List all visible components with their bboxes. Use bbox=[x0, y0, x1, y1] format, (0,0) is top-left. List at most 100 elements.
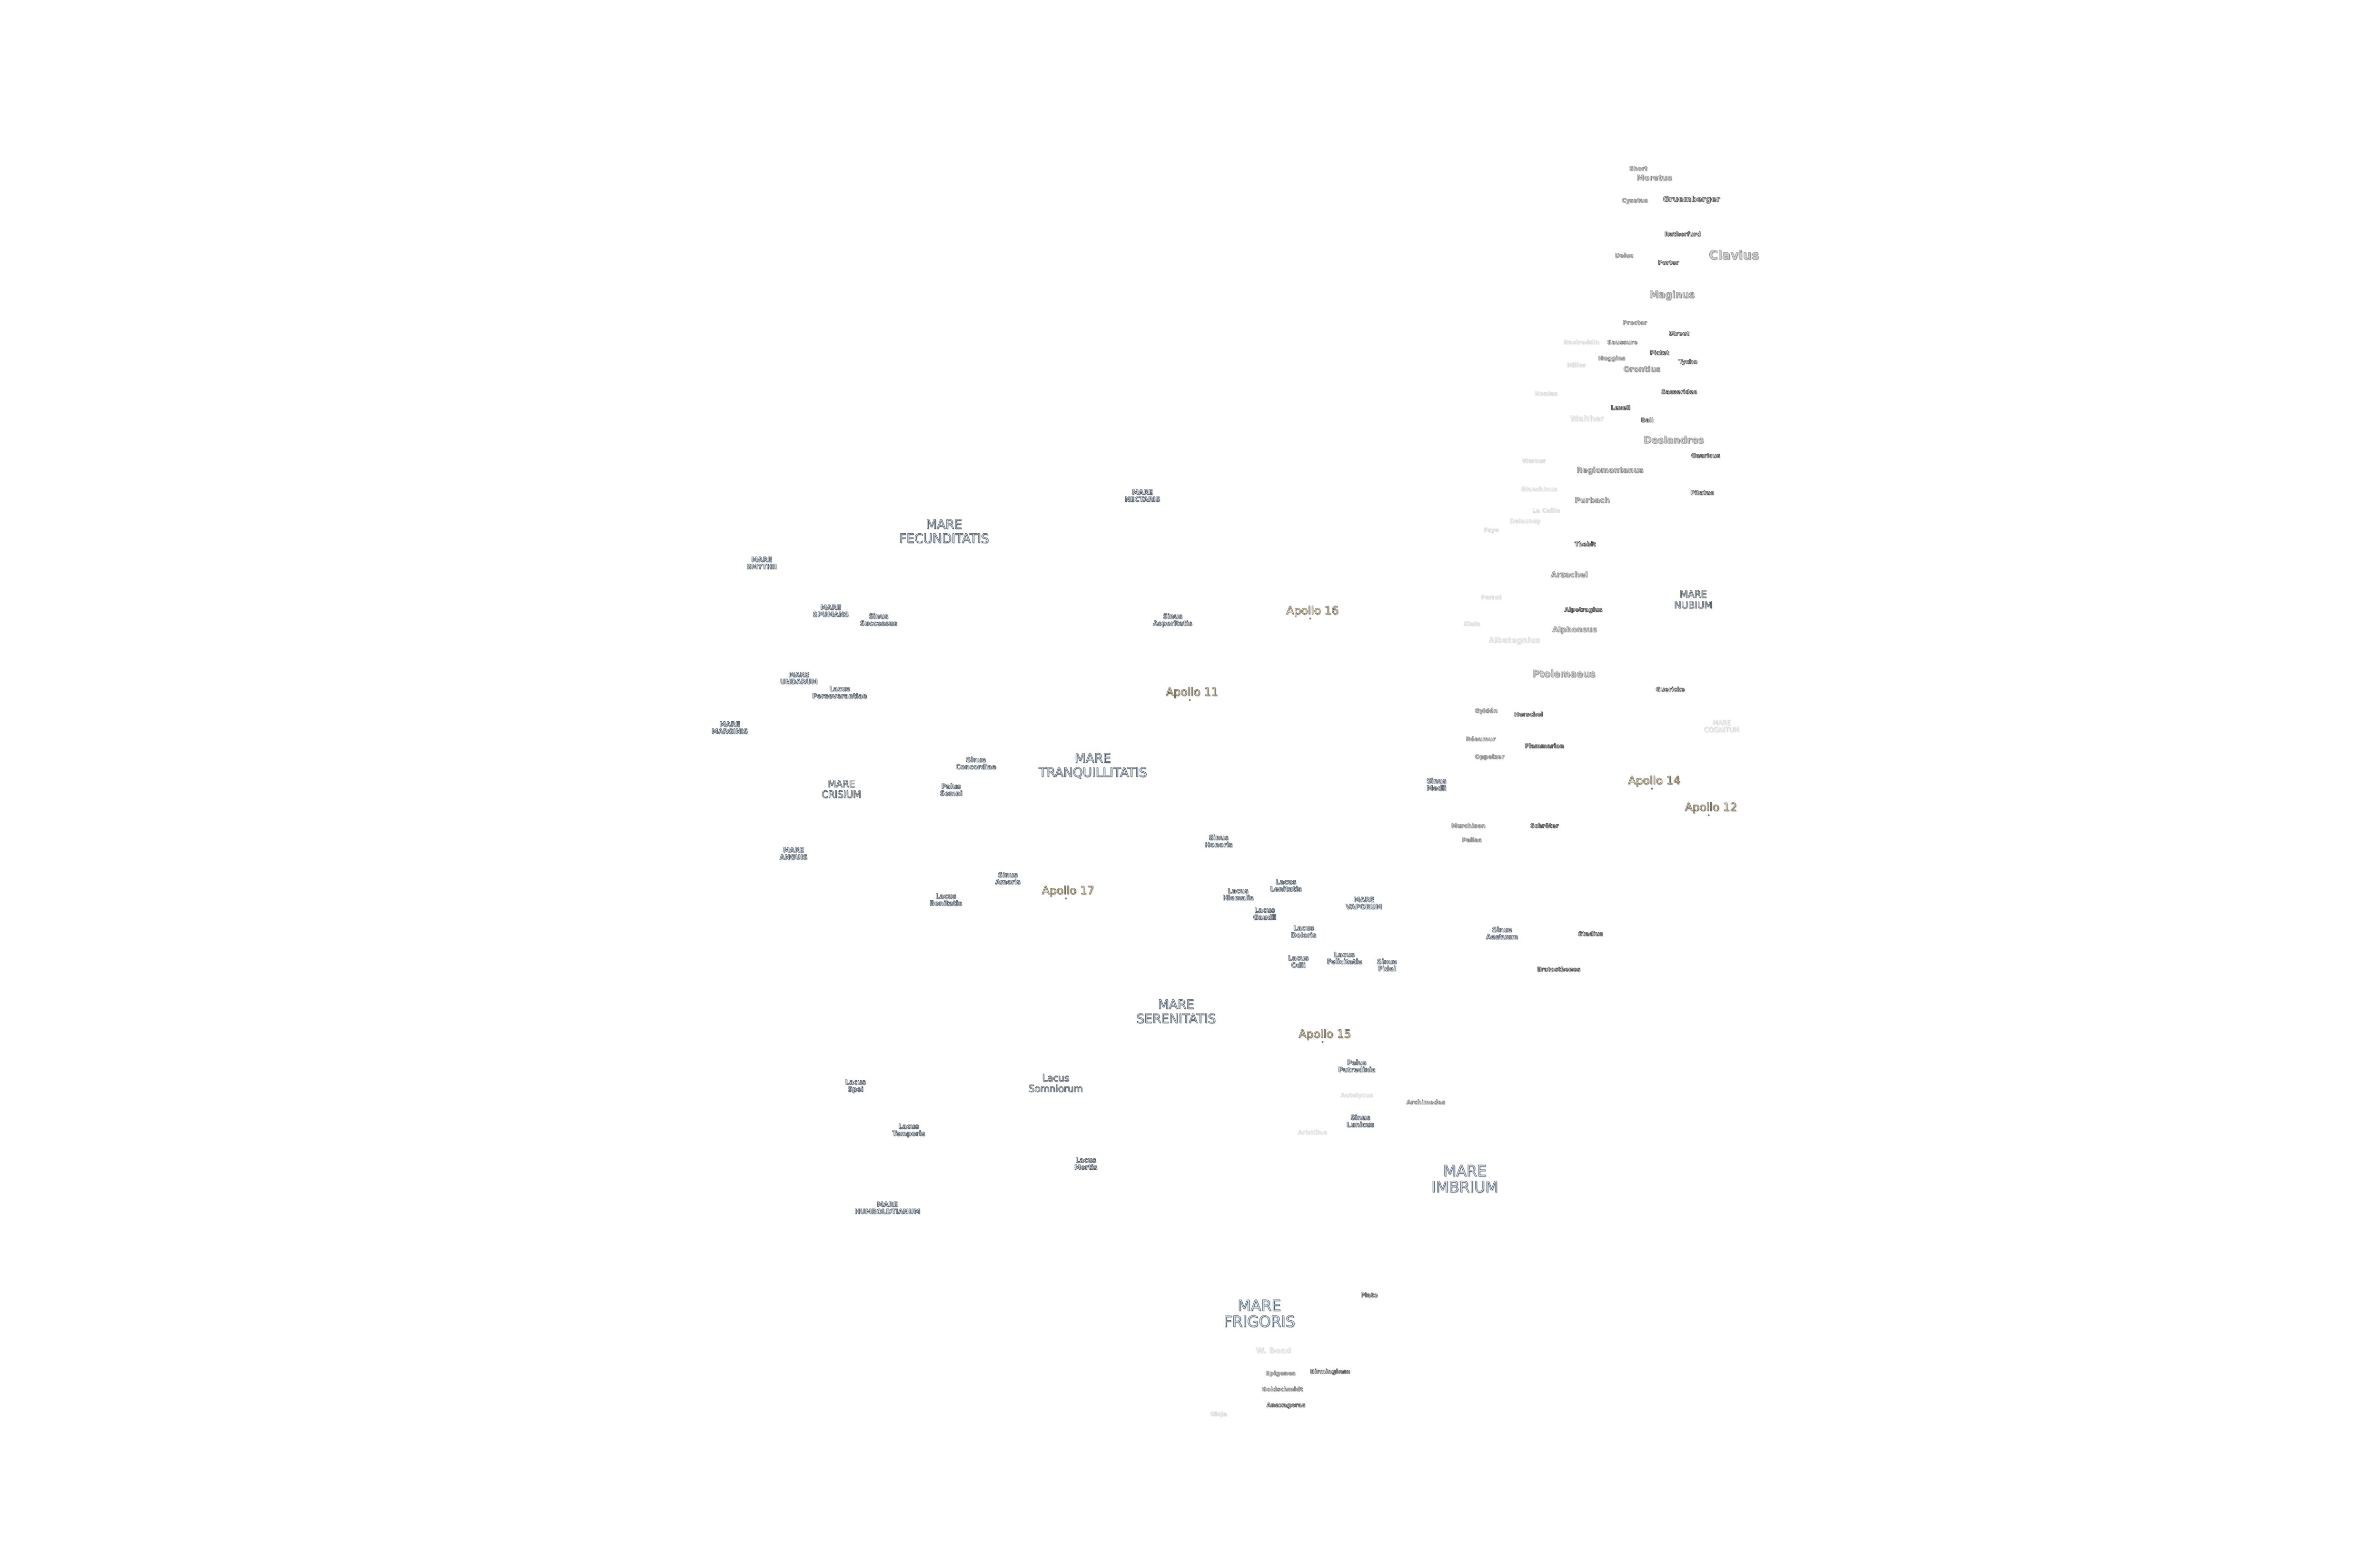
crater-label: Murchison bbox=[1451, 822, 1486, 830]
mare-label: Sinus Fidei bbox=[1377, 958, 1397, 973]
crater-label: Epigenes bbox=[1265, 1370, 1296, 1377]
mare-label: MARE VAPORUM bbox=[1346, 896, 1382, 911]
crater-label: Herschel bbox=[1514, 711, 1543, 718]
crater-label: Anaxagoras bbox=[1266, 1402, 1306, 1409]
crater-label: Street bbox=[1668, 330, 1690, 338]
apollo-landing-label: Apollo 17 bbox=[1041, 886, 1094, 899]
crater-label: Goldschmidt bbox=[1261, 1385, 1303, 1393]
mare-label: Lacus Lenitatis bbox=[1270, 879, 1302, 893]
crater-label: Huggins bbox=[1598, 355, 1626, 362]
mare-label: MARE NUBIUM bbox=[1674, 590, 1713, 611]
crater-label: Porter bbox=[1658, 259, 1679, 267]
crater-label: Rutherfurd bbox=[1664, 230, 1701, 238]
mare-label: Sinus Concordiae bbox=[955, 757, 996, 771]
mare-label: MARE FRIGORIS bbox=[1223, 1298, 1295, 1333]
crater-label: Alphonsus bbox=[1552, 627, 1597, 636]
crater-label: Moretus bbox=[1636, 175, 1672, 184]
crater-label: Deslandres bbox=[1643, 436, 1704, 447]
mare-label: MARE NECTARIS bbox=[1125, 489, 1160, 503]
apollo-landing-label: Apollo 11 bbox=[1166, 687, 1218, 700]
mare-label: MARE ANGUIS bbox=[779, 847, 808, 861]
apollo-landing-label: Apollo 12 bbox=[1685, 802, 1737, 816]
crater-label: Purbach bbox=[1575, 497, 1610, 507]
mare-label: Lacus Temporis bbox=[892, 1123, 925, 1137]
mare-label: Lacus Hiemalis bbox=[1222, 887, 1254, 902]
apollo-landing-label: Apollo 14 bbox=[1628, 776, 1681, 789]
mare-label: Lacus Gaudii bbox=[1253, 907, 1276, 921]
crater-label: Flammarion bbox=[1525, 743, 1564, 750]
crater-label: Stadius bbox=[1578, 930, 1603, 938]
crater-label: Clavius bbox=[1708, 249, 1759, 263]
crater-label: Deluc bbox=[1615, 252, 1634, 259]
crater-label: Proctor bbox=[1622, 319, 1647, 327]
crater-label: Maginus bbox=[1649, 290, 1695, 302]
mare-label: Sinus Amoris bbox=[995, 872, 1021, 886]
crater-label: Ptolemaeus bbox=[1532, 670, 1596, 681]
crater-label: Birmingham bbox=[1310, 1368, 1350, 1375]
crater-label: Lexell bbox=[1611, 404, 1631, 412]
crater-label: Blanchinus bbox=[1521, 486, 1557, 493]
mare-label: Lacus Felicitatis bbox=[1327, 951, 1362, 966]
crater-label: Albategnius bbox=[1488, 637, 1540, 647]
mare-label: Palus Somni bbox=[940, 783, 962, 797]
crater-label: Delaunay bbox=[1509, 518, 1540, 525]
mare-label: Sinus Honoris bbox=[1204, 835, 1233, 849]
crater-label: La Caille bbox=[1532, 507, 1560, 515]
crater-label: Tycho bbox=[1678, 358, 1697, 366]
crater-label: Regiomontanus bbox=[1576, 467, 1644, 476]
crater-label: Parrot bbox=[1481, 594, 1502, 601]
crater-label: Walther bbox=[1570, 416, 1604, 425]
apollo-landing-label: Apollo 15 bbox=[1299, 1029, 1351, 1042]
crater-label: Gioja bbox=[1210, 1410, 1227, 1418]
crater-label: Autolycus bbox=[1340, 1092, 1373, 1099]
crater-label: Miller bbox=[1567, 362, 1586, 369]
crater-label: Pictet bbox=[1650, 349, 1669, 357]
crater-label: Sasserides bbox=[1661, 388, 1697, 396]
crater-label: Gyldén bbox=[1474, 707, 1497, 715]
crater-label: W. Bond bbox=[1256, 1347, 1291, 1357]
mare-label: Sinus Medii bbox=[1426, 777, 1447, 792]
crater-label: Arzachel bbox=[1550, 571, 1588, 581]
mare-label: Sinus Aestuum bbox=[1486, 926, 1518, 941]
crater-label: Saussure bbox=[1607, 338, 1638, 346]
mare-label: Lacus Bonitatis bbox=[929, 893, 962, 907]
mare-label: MARE IMBRIUM bbox=[1431, 1164, 1498, 1198]
crater-label: Werner bbox=[1522, 458, 1546, 465]
crater-label: Thebit bbox=[1575, 540, 1596, 548]
crater-label: Aristillus bbox=[1298, 1129, 1327, 1136]
crater-label: Nasireddin bbox=[1564, 338, 1600, 346]
crater-label: Short bbox=[1629, 165, 1648, 173]
crater-label: Eratosthenes bbox=[1537, 966, 1581, 974]
mare-label: Sinus Asperitatis bbox=[1152, 613, 1193, 627]
apollo-landing-label: Apollo 16 bbox=[1286, 606, 1339, 619]
crater-label: Alpetragius bbox=[1564, 606, 1603, 614]
mare-label: Palus Putredinis bbox=[1338, 1059, 1376, 1074]
crater-label: Schröter bbox=[1530, 822, 1559, 830]
crater-label: Guericke bbox=[1656, 686, 1685, 694]
crater-label: Pallas bbox=[1462, 836, 1482, 844]
mare-label: Lacus Odii bbox=[1288, 955, 1309, 969]
crater-label: Pitatus bbox=[1690, 489, 1714, 497]
mare-label: MARE CRISIUM bbox=[821, 780, 862, 801]
crater-label: Plato bbox=[1360, 1292, 1378, 1299]
crater-label: Cysatus bbox=[1622, 197, 1648, 205]
crater-label: Faye bbox=[1484, 527, 1499, 534]
crater-label: Orontius bbox=[1623, 366, 1661, 375]
mare-label: Lacus Somniorum bbox=[1028, 1074, 1083, 1095]
crater-label: Gruemberger bbox=[1663, 196, 1720, 205]
mare-label: MARE SERENITATIS bbox=[1136, 996, 1216, 1026]
mare-label: Lacus Mortis bbox=[1074, 1157, 1098, 1171]
crater-label: Klein bbox=[1463, 620, 1480, 628]
crater-label: Ball bbox=[1641, 417, 1654, 424]
mare-label: Lacus Doloris bbox=[1290, 925, 1317, 939]
mare-label: MARE MARGINIS bbox=[711, 721, 748, 736]
crater-label: Gauricus bbox=[1691, 452, 1720, 459]
mare-label: MARE UNDARUM bbox=[780, 671, 818, 686]
crater-label: Oppolzer bbox=[1475, 753, 1505, 761]
mare-label: Sinus Successus bbox=[860, 613, 897, 627]
mare-label: Lacus Perseverantiae bbox=[812, 686, 867, 700]
mare-label: MARE FECUNDITATIS bbox=[899, 516, 989, 546]
crater-label: Réaumur bbox=[1466, 736, 1496, 743]
mare-label: MARE SPUMANS bbox=[813, 604, 849, 618]
